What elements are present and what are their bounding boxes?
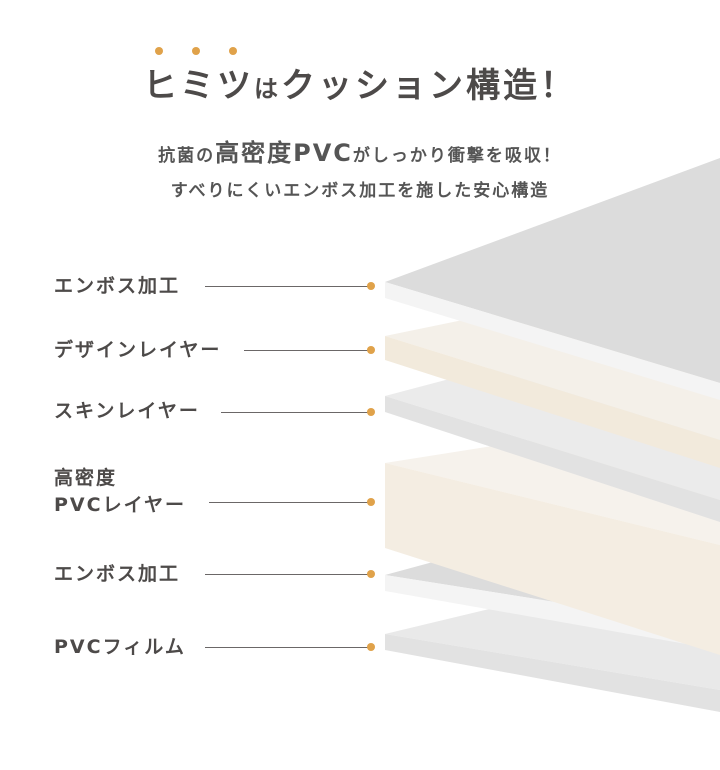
layer-label-pvc-film: PVCフィルム xyxy=(54,636,186,658)
leader-line xyxy=(209,502,370,503)
leader-dot xyxy=(367,643,375,651)
title-part-1: ヒミツ xyxy=(143,66,254,106)
title-part-3: クッション構造！ xyxy=(281,66,577,106)
subtitle-1-part-1: 抗菌の xyxy=(158,146,216,166)
layer-label-skin: スキンレイヤー xyxy=(54,400,200,422)
emphasis-dot xyxy=(229,47,237,55)
layer-label-pvc-line2: PVCレイヤー xyxy=(54,494,187,516)
leader-dot xyxy=(367,282,375,290)
emphasis-dot xyxy=(192,47,200,55)
layer-label-emboss-lower: エンボス加工 xyxy=(54,563,181,585)
subtitle-line-1: 抗菌の高密度PVCがしっかり衝撃を吸収！ xyxy=(0,133,720,168)
subtitle-1-highlight: 高密度PVC xyxy=(215,139,353,167)
emphasis-dots xyxy=(0,47,720,57)
emphasis-dot xyxy=(155,47,163,55)
layer-label-emboss-top: エンボス加工 xyxy=(54,275,181,297)
leader-dot xyxy=(367,570,375,578)
leader-line xyxy=(221,412,370,413)
leader-dot xyxy=(367,498,375,506)
leader-dot xyxy=(367,346,375,354)
subtitle-line-2: すべりにくいエンボス加工を施した安心構造 xyxy=(170,181,550,201)
leader-dot xyxy=(367,408,375,416)
leader-line xyxy=(244,350,370,351)
title-part-2: は xyxy=(254,75,281,103)
layer-label-design: デザインレイヤー xyxy=(54,339,222,361)
layer-emboss-top xyxy=(385,158,720,400)
leader-line xyxy=(205,647,370,648)
leader-line xyxy=(205,286,370,287)
subtitle-1-part-3: がしっかり衝撃を吸収！ xyxy=(352,146,562,166)
leader-line xyxy=(205,574,370,575)
page-title: ヒミツはクッション構造！ xyxy=(0,58,720,107)
layer-label-pvc-line1: 高密度 xyxy=(54,467,118,489)
